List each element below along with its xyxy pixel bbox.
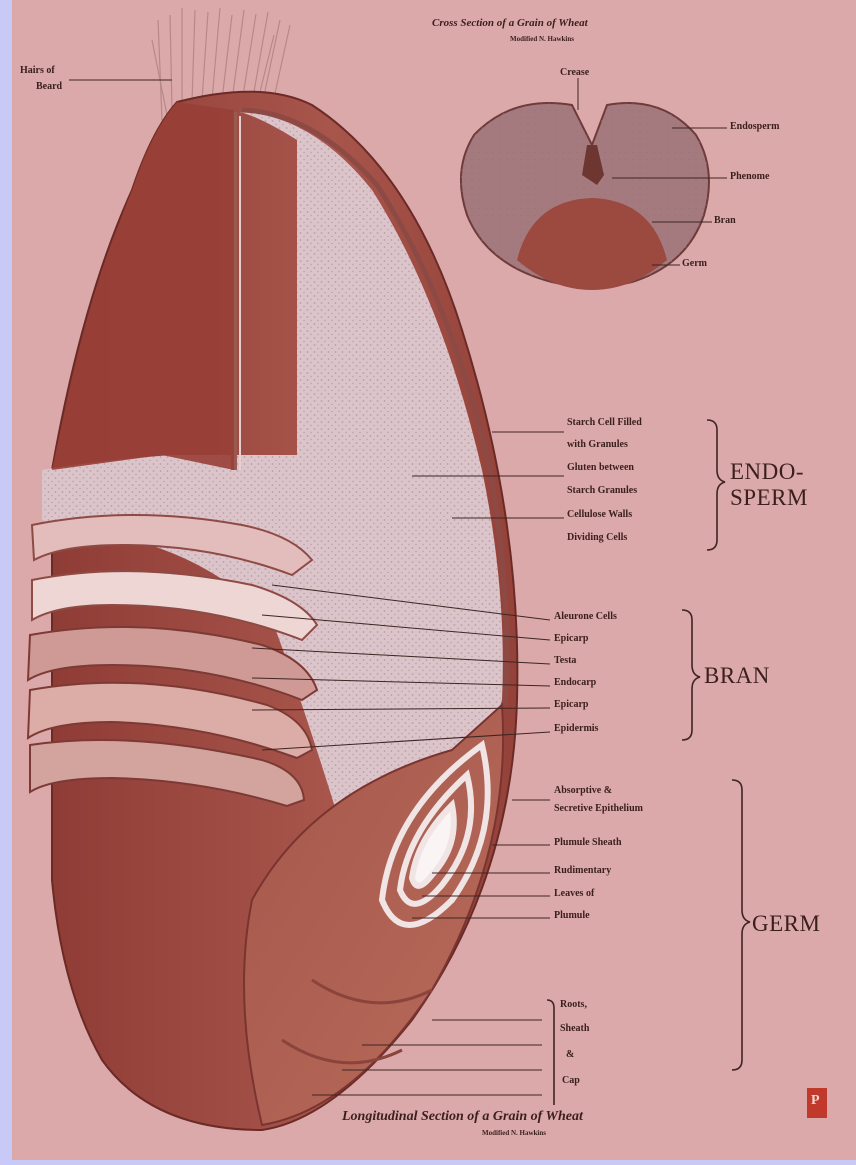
bran-item-2: Epicarp xyxy=(554,634,588,644)
bran-item-4: Endocarp xyxy=(554,678,596,688)
bran-group-label: BRAN xyxy=(704,664,770,687)
bran-item-6: Epidermis xyxy=(554,724,598,734)
label-cs-germ: Germ xyxy=(682,259,707,269)
label-hairs-of: Hairs of xyxy=(20,66,55,76)
label-crease: Crease xyxy=(560,68,589,78)
germ-item-3: Plumule Sheath xyxy=(554,838,622,848)
endosperm-item-6: Dividing Cells xyxy=(567,533,627,543)
germ-item-1: Absorptive & xyxy=(554,786,612,796)
longitudinal-subtitle: Modified N. Hawkins xyxy=(482,1130,546,1137)
germ-item-8: Sheath xyxy=(560,1024,589,1034)
germ-item-7: Roots, xyxy=(560,1000,587,1010)
endosperm-group-line2: SPERM xyxy=(730,486,808,509)
germ-item-4: Rudimentary xyxy=(554,866,611,876)
endosperm-item-3: Gluten between xyxy=(567,463,634,473)
bran-item-5: Epicarp xyxy=(554,700,588,710)
corner-mark: P xyxy=(811,1094,820,1108)
germ-item-5: Leaves of xyxy=(554,889,594,899)
bran-item-1: Aleurone Cells xyxy=(554,612,617,622)
endosperm-group-line1: ENDO- xyxy=(730,460,804,483)
endosperm-item-2: with Granules xyxy=(567,440,628,450)
cross-section-title: Cross Section of a Grain of Wheat xyxy=(432,18,588,29)
label-cs-phenome: Phenome xyxy=(730,172,769,182)
germ-item-10: Cap xyxy=(562,1076,580,1086)
germ-item-9: & xyxy=(566,1050,574,1060)
endosperm-item-1: Starch Cell Filled xyxy=(567,418,642,428)
cross-section-subtitle: Modified N. Hawkins xyxy=(510,36,574,43)
longitudinal-caption: Longitudinal Section of a Grain of Wheat xyxy=(342,1110,583,1124)
label-beard: Beard xyxy=(36,82,62,92)
wheat-grain-poster: Cross Section of a Grain of Wheat Modifi… xyxy=(12,0,856,1160)
label-cs-endosperm: Endosperm xyxy=(730,122,779,132)
germ-group-label: GERM xyxy=(752,912,820,935)
germ-item-6: Plumule xyxy=(554,911,590,921)
endosperm-item-4: Starch Granules xyxy=(567,486,637,496)
bran-item-3: Testa xyxy=(554,656,576,666)
germ-item-2: Secretive Epithelium xyxy=(554,804,643,814)
label-cs-bran: Bran xyxy=(714,216,736,226)
endosperm-item-5: Cellulose Walls xyxy=(567,510,632,520)
